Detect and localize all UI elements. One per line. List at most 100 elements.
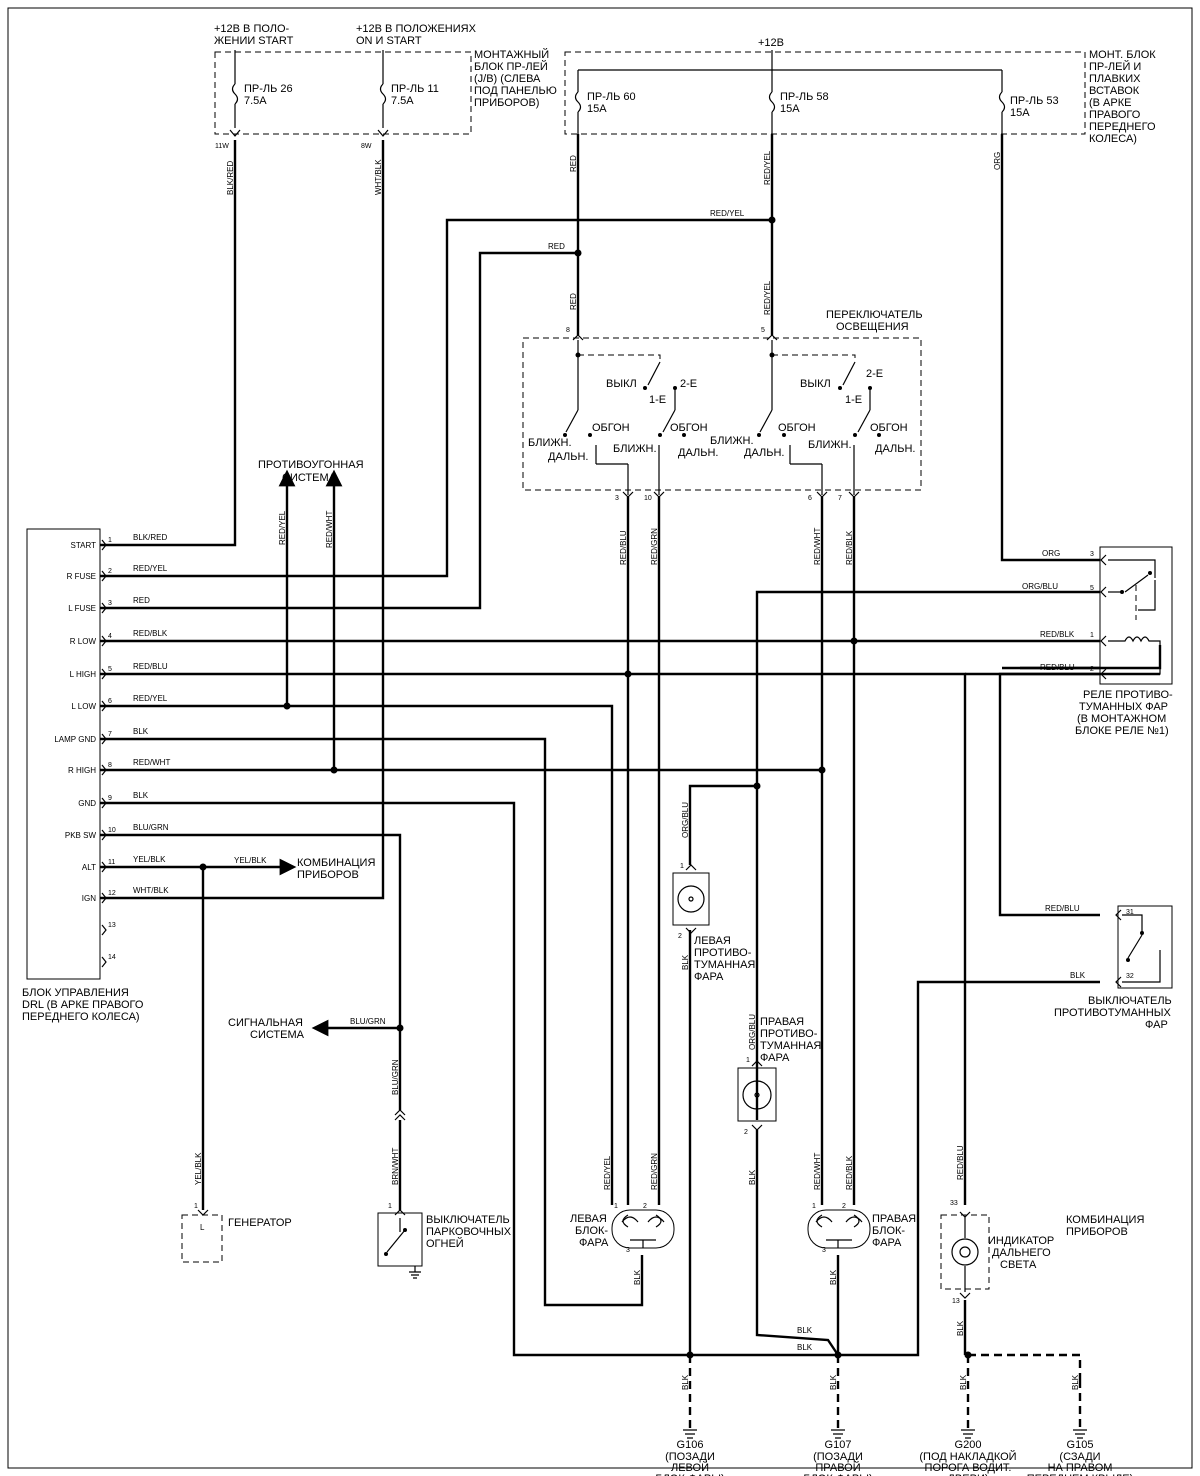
svg-text:(J/B) (СЛЕВА: (J/B) (СЛЕВА — [474, 73, 541, 85]
svg-text:BLK/RED: BLK/RED — [226, 161, 235, 195]
svg-text:БЛИЖН.: БЛИЖН. — [528, 437, 572, 449]
drl-pin-number: 2 — [108, 568, 112, 575]
drl-pin-number: 4 — [108, 633, 112, 640]
drl-pin-number: 8 — [108, 762, 112, 769]
svg-text:ОБГОН: ОБГОН — [778, 422, 816, 434]
svg-text:RED: RED — [569, 155, 578, 172]
drl-pin-name: LAMP GND — [54, 735, 96, 744]
lamp-icon — [742, 1080, 772, 1110]
svg-text:RED: RED — [569, 293, 578, 310]
ground-icon — [409, 1271, 421, 1279]
generator: 1 L ГЕНЕРАТОР — [181, 1203, 292, 1263]
svg-text:ТУМАННАЯ: ТУМАННАЯ — [760, 1040, 821, 1052]
svg-text:6: 6 — [808, 495, 812, 502]
svg-text:7: 7 — [838, 495, 842, 502]
ground-description: (СЗАДИ — [1059, 1451, 1100, 1463]
svg-text:ORG: ORG — [1042, 549, 1060, 558]
drl-pin-wire-color: BLK — [133, 791, 149, 800]
drl-pin-number: 10 — [108, 827, 116, 834]
ground-description: БЛОК-ФАРЫ) — [655, 1473, 724, 1476]
svg-text:BLK: BLK — [748, 1169, 757, 1185]
left-fog-lamp: 1 2 ЛЕВАЯ ПРОТИВО- ТУМАННАЯ ФАРА — [672, 863, 755, 983]
drl-pin-wire-color: RED/BLK — [133, 629, 168, 638]
svg-text:31: 31 — [1126, 909, 1134, 916]
svg-text:БЛИЖН.: БЛИЖН. — [613, 443, 657, 455]
ground-icon — [683, 1429, 697, 1439]
drl-pin-wire-color: RED — [133, 596, 150, 605]
svg-text:ПЛАВКИХ: ПЛАВКИХ — [1089, 73, 1141, 85]
drl-pin-number: 6 — [108, 698, 112, 705]
svg-text:ФАРА: ФАРА — [694, 971, 724, 983]
ground-description: (ПОЗАДИ — [665, 1451, 715, 1463]
signal-system-label: СИГНАЛЬНАЯ — [228, 1017, 303, 1029]
drl-pin-number: 5 — [108, 666, 112, 673]
ground-wire-color: BLK — [959, 1374, 968, 1390]
svg-text:БЛОК-: БЛОК- — [872, 1225, 905, 1237]
svg-text:ПРАВОГО: ПРАВОГО — [1089, 109, 1141, 121]
ground-description: ЛЕВОЙ — [671, 1461, 709, 1474]
svg-text:ОСВЕЩЕНИЯ: ОСВЕЩЕНИЯ — [836, 321, 909, 333]
ground-id: G107 — [825, 1439, 852, 1451]
svg-text:+12В: +12В — [758, 37, 784, 49]
svg-text:ПР-ЛЬ 53: ПР-ЛЬ 53 — [1010, 95, 1059, 107]
drl-pin-wire-color: RED/WHT — [133, 758, 170, 767]
feed-on-start-label-2: ON И START — [356, 35, 422, 47]
svg-text:15A: 15A — [780, 103, 800, 115]
svg-text:БЛИЖН.: БЛИЖН. — [710, 435, 754, 447]
svg-text:BLK: BLK — [956, 1320, 965, 1336]
drl-pin-name: START — [71, 541, 97, 550]
svg-text:11W: 11W — [215, 143, 229, 150]
svg-text:RED/YEL: RED/YEL — [763, 150, 772, 185]
svg-text:RED/WHT: RED/WHT — [325, 511, 334, 548]
lamp-icon — [677, 885, 705, 913]
drl-pin-wire-color: WHT/BLK — [133, 886, 169, 895]
svg-text:L: L — [200, 1223, 205, 1232]
feed-start-label: +12В В ПОЛО- — [214, 23, 290, 35]
drl-pin-wire-color: RED/YEL — [133, 564, 168, 573]
svg-text:ВСТАВОК: ВСТАВОК — [1089, 85, 1140, 97]
connector-chevron-icon — [101, 570, 107, 582]
connector-chevron-icon — [101, 956, 107, 968]
svg-text:ФАРА: ФАРА — [872, 1237, 902, 1249]
svg-text:8: 8 — [566, 327, 570, 334]
fuse-icon — [231, 83, 239, 105]
antitheft-label: ПРОТИВОУГОННАЯ — [258, 459, 364, 471]
svg-text:ORG: ORG — [993, 152, 1002, 170]
drl-pin-wire-color: YEL/BLK — [133, 855, 166, 864]
drl-pin-number: 9 — [108, 795, 112, 802]
drl-control-unit: БЛОК УПРАВЛЕНИЯ DRL (В АРКЕ ПРАВОГО ПЕРЕ… — [22, 528, 144, 1023]
svg-text:1-Е: 1-Е — [649, 394, 666, 406]
svg-text:RED/WHT: RED/WHT — [813, 528, 822, 565]
svg-text:BLK: BLK — [829, 1269, 838, 1285]
connector-chevron-icon — [101, 764, 107, 776]
drl-pin-name: L HIGH — [70, 670, 97, 679]
svg-text:RED/BLU: RED/BLU — [956, 1145, 965, 1180]
svg-text:2: 2 — [1090, 666, 1094, 673]
svg-text:3: 3 — [822, 1247, 826, 1254]
svg-text:1-Е: 1-Е — [845, 394, 862, 406]
instrument-cluster-indicator: RED/BLU 33 13 ИНДИКАТОР ДАЛЬНЕГО СВЕТА К… — [940, 1145, 1144, 1428]
svg-text:ПОД ПАНЕЛЬЮ: ПОД ПАНЕЛЬЮ — [474, 85, 557, 97]
ground-icon — [961, 1429, 975, 1439]
svg-text:32: 32 — [1126, 973, 1134, 980]
svg-text:ФАР: ФАР — [1145, 1019, 1168, 1031]
ground-id: G106 — [677, 1439, 704, 1451]
ground-wire-color: BLK — [1071, 1374, 1080, 1390]
cluster-top-label: КОМБИНАЦИЯ — [297, 857, 375, 869]
svg-text:ДАЛЬНЕГО: ДАЛЬНЕГО — [992, 1247, 1051, 1259]
svg-text:1: 1 — [746, 1057, 750, 1064]
ground-icon — [1073, 1429, 1087, 1439]
connector-chevron-icon — [101, 539, 107, 551]
svg-text:БЛОК УПРАВЛЕНИЯ: БЛОК УПРАВЛЕНИЯ — [22, 987, 129, 999]
svg-text:БЛОК ПР-ЛЕЙ: БЛОК ПР-ЛЕЙ — [474, 60, 548, 73]
connector-chevron-icon — [101, 924, 107, 936]
svg-text:15A: 15A — [587, 103, 607, 115]
drl-pin-name: R HIGH — [68, 766, 96, 775]
svg-text:7.5A: 7.5A — [244, 95, 267, 107]
indicator-lamp-icon — [951, 1238, 979, 1266]
drl-pin-name: IGN — [82, 894, 96, 903]
svg-text:ВЫКЛ: ВЫКЛ — [606, 378, 637, 390]
svg-text:BLK: BLK — [797, 1343, 813, 1352]
svg-text:RED/BLU: RED/BLU — [619, 530, 628, 565]
svg-text:RED/BLK: RED/BLK — [845, 530, 854, 565]
